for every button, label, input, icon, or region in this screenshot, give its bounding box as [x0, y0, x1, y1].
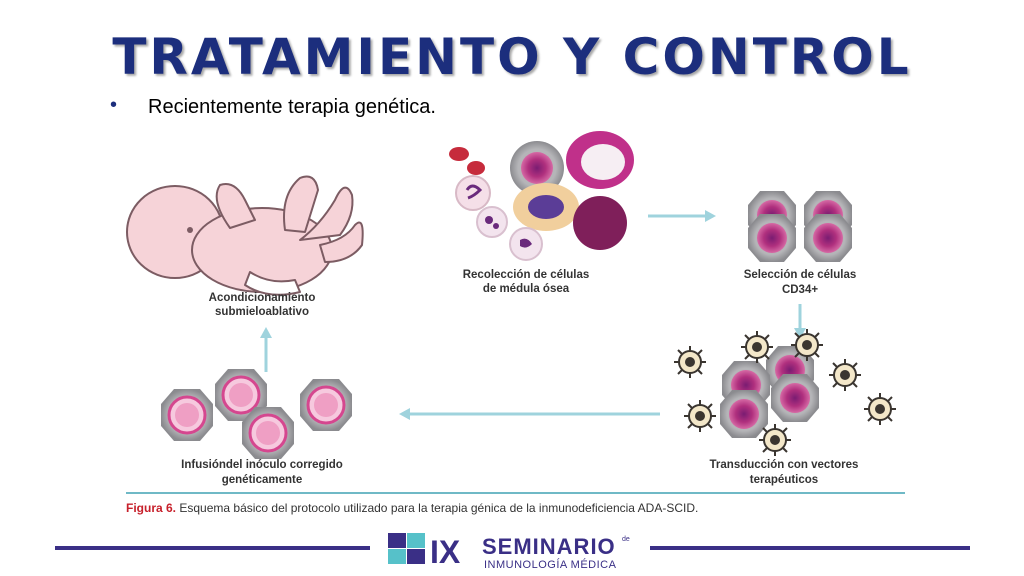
- bullet-dot-icon: •: [110, 94, 118, 116]
- infusion-label-2: genéticamente: [222, 474, 303, 486]
- conditioning-label-2: submieloablativo: [215, 306, 309, 318]
- figure-caption: Figura 6. Esquema básico del protocolo u…: [126, 501, 698, 515]
- baby-illustration: [126, 175, 364, 296]
- transduction-label-1: Transducción con vectores: [710, 459, 859, 471]
- arrow-left: [399, 408, 660, 420]
- selection-label-2: CD34+: [782, 284, 818, 296]
- infusion-label-1: Infusióndel inóculo corregido: [181, 459, 343, 471]
- transduction-label-2: terapéuticos: [750, 474, 818, 486]
- bone-marrow-cells: [449, 131, 634, 261]
- footer-bar-left: [55, 546, 370, 550]
- logo-numeral: IX: [430, 534, 461, 570]
- seminario-logo: IX SEMINARIO de INMUNOLOGÍA MÉDICA: [388, 533, 630, 571]
- logo-de: de: [622, 536, 630, 543]
- harvest-label-1: Recolección de células: [463, 269, 590, 281]
- corrected-cells: [159, 367, 354, 461]
- cd34-cells: [748, 191, 852, 262]
- transduction-cluster: [673, 328, 897, 457]
- logo-subtitle: INMUNOLOGÍA MÉDICA: [484, 558, 617, 571]
- arrow-up: [260, 327, 272, 372]
- harvest-label-2: de médula ósea: [483, 283, 570, 295]
- conditioning-label-1: Acondicionamiento: [209, 292, 316, 304]
- selection-label-1: Selección de células: [744, 269, 857, 281]
- arrow-down: [794, 304, 806, 339]
- bullet-text: Recientemente terapia genética.: [148, 96, 436, 118]
- logo-name: SEMINARIO: [482, 534, 616, 559]
- footer-bar-right: [650, 546, 970, 550]
- arrow-right: [648, 210, 716, 222]
- slide-title: TRATAMIENTO Y CONTROL: [112, 28, 912, 86]
